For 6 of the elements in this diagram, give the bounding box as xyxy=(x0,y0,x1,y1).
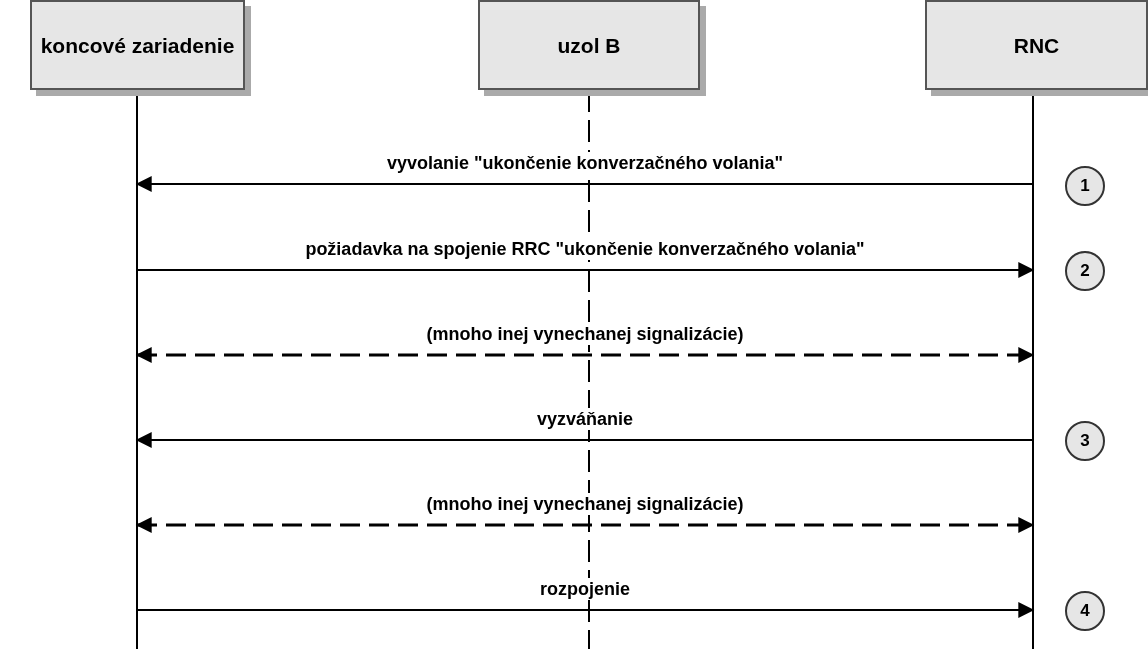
dashed-arrow xyxy=(135,517,1035,533)
dashed-arrow xyxy=(135,347,1035,363)
arrow xyxy=(135,432,1034,448)
arrow xyxy=(135,176,1034,192)
arrow xyxy=(136,262,1035,278)
arrow xyxy=(136,602,1035,618)
